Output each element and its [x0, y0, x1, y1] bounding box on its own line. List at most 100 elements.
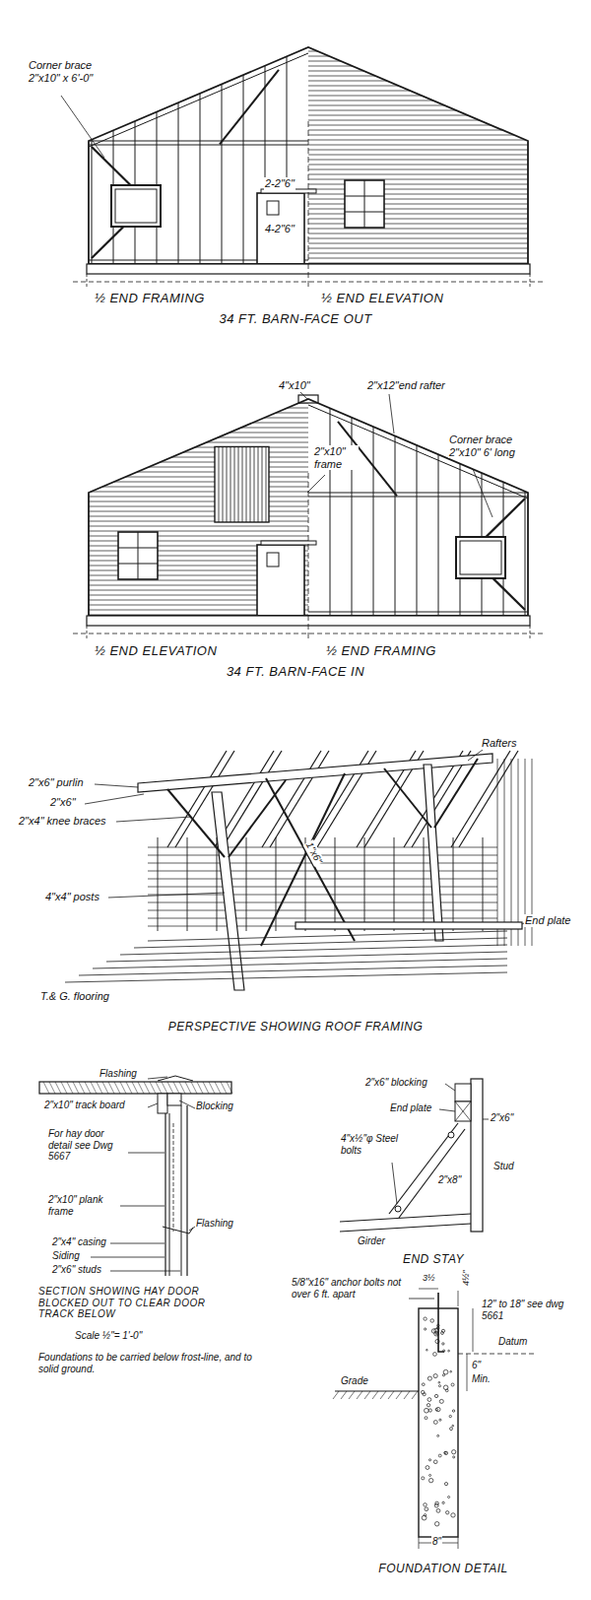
aggregate	[435, 1407, 438, 1410]
wall-board	[147, 847, 498, 849]
ground-hatch	[403, 1390, 410, 1399]
siding-board	[308, 125, 528, 127]
hatch	[131, 1081, 138, 1094]
siding-board	[308, 208, 528, 210]
ground-hatch	[388, 1390, 394, 1399]
end-wall-board	[518, 758, 520, 946]
aggregate	[436, 1509, 441, 1513]
siding-board	[88, 486, 309, 488]
hatch	[49, 1081, 56, 1094]
aggregate	[450, 1370, 453, 1373]
floor-board	[65, 972, 508, 983]
siding-board	[308, 213, 528, 215]
siding-board	[308, 80, 528, 82]
siding-board	[88, 452, 309, 454]
callout-label: 2"x6" studs	[51, 1263, 103, 1276]
blocking	[455, 1083, 471, 1102]
plank	[222, 446, 224, 523]
bolt	[394, 1205, 401, 1212]
sill	[308, 611, 528, 613]
plank	[262, 446, 263, 523]
dimension-line	[418, 1536, 420, 1549]
window-frame	[459, 540, 502, 575]
stud	[221, 47, 223, 264]
girder	[339, 1223, 471, 1232]
stud	[113, 47, 115, 264]
rafter	[459, 750, 519, 848]
aggregate	[449, 1414, 452, 1417]
callout-label: 3½	[421, 1272, 437, 1283]
plank	[238, 446, 240, 523]
callout-label: 2"x10" track board	[43, 1099, 127, 1112]
hatch	[102, 1081, 109, 1094]
drawing-caption: ½ END ELEVATION	[320, 291, 445, 307]
siding-board	[308, 258, 528, 260]
siding-board	[88, 442, 309, 444]
plank	[258, 446, 260, 523]
stud	[438, 398, 440, 616]
knee-brace	[167, 788, 225, 857]
aggregate	[434, 1503, 439, 1508]
siding-board	[308, 159, 528, 161]
barn-end-view	[72, 47, 544, 288]
aggregate	[444, 1450, 448, 1454]
siding-board	[308, 130, 528, 132]
hatch	[96, 1081, 103, 1094]
siding-board	[308, 70, 528, 72]
hatch	[208, 1081, 215, 1094]
leader-line	[94, 784, 138, 788]
ground-hatch	[332, 1390, 339, 1399]
aggregate	[430, 1318, 435, 1323]
dimension-line	[458, 1290, 460, 1307]
plank	[234, 446, 236, 523]
aggregate	[423, 1513, 426, 1516]
hatch	[61, 1081, 67, 1094]
leader-line	[90, 1256, 165, 1258]
window-muntin	[118, 547, 158, 549]
hatch	[66, 1081, 73, 1094]
aggregate	[433, 1374, 438, 1379]
wall-board	[147, 854, 498, 856]
hatch	[108, 1081, 115, 1094]
aggregate	[438, 1380, 441, 1383]
end-plate	[455, 1101, 471, 1121]
aggregate	[444, 1450, 447, 1453]
hatch	[43, 1081, 50, 1094]
framing-half	[88, 47, 309, 264]
ground-hatch	[348, 1390, 355, 1399]
siding-board	[88, 501, 309, 503]
callout-label: 2"x8"	[437, 1174, 462, 1186]
wall-board	[147, 886, 498, 888]
hatch	[167, 1081, 174, 1094]
drawing-caption: SECTION SHOWING HAY DOOR BLOCKED OUT TO …	[37, 1285, 237, 1320]
end-wall-board	[511, 758, 513, 946]
callout-label: End plate	[524, 914, 572, 927]
stud	[186, 1105, 188, 1276]
stud	[481, 398, 483, 616]
door-window	[266, 552, 279, 567]
flashing	[157, 1075, 194, 1081]
footing-line	[529, 273, 531, 288]
siding-board	[308, 110, 528, 112]
leader-line	[110, 1270, 181, 1272]
callout-label: 8"	[431, 1535, 443, 1548]
wall-stud	[187, 837, 189, 931]
siding-board	[308, 228, 528, 230]
leader-line	[147, 1076, 168, 1079]
aggregate	[423, 1503, 427, 1507]
plate	[88, 144, 309, 146]
stud	[156, 47, 158, 264]
siding-board	[88, 506, 309, 508]
callout-label: 6"	[470, 1359, 482, 1372]
window-frame	[115, 189, 157, 223]
stud	[470, 1078, 483, 1232]
siding-board	[308, 203, 528, 205]
stud	[181, 1105, 183, 1276]
siding-board	[308, 194, 528, 196]
siding-board	[88, 521, 309, 523]
siding-board	[88, 466, 309, 468]
aggregate	[433, 1459, 438, 1464]
plank	[230, 446, 232, 523]
anchor-bolt	[438, 1292, 445, 1352]
